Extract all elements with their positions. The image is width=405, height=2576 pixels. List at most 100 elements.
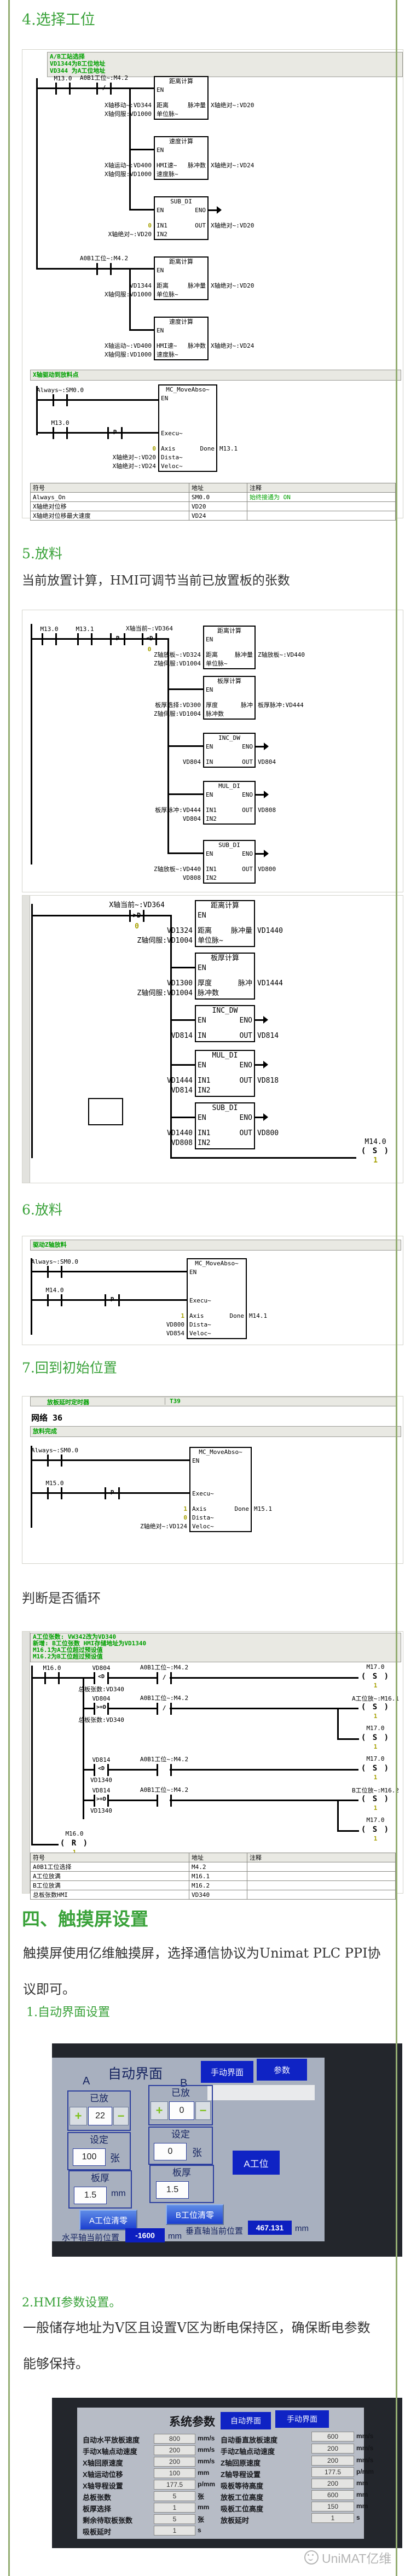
b-placed-value: 0: [169, 2101, 194, 2120]
heading-section4: 四、触摸屏设置: [22, 1908, 148, 1930]
a-set-box: 设定 100 张: [67, 2132, 131, 2170]
wire: [31, 1677, 94, 1679]
wire: [109, 1677, 157, 1679]
power-rail: [31, 1258, 32, 1335]
network-number: 网络 36: [31, 1413, 63, 1423]
wire: [129, 329, 154, 331]
contact-nc: A0B1工位~:M4.2 /: [80, 74, 128, 95]
paragraph: 触摸屏使用亿维触摸屏，选择通信协议为Unimat PLC PPI协: [23, 1946, 381, 1961]
network-comment: A工位张数: VW342改为VD340 新增: B工位张数 HMI存储地址为VD…: [30, 1633, 401, 1662]
wire: [337, 1830, 359, 1832]
power-rail: [31, 904, 33, 1158]
wire: [31, 1844, 59, 1845]
hpos-label: 水平轴当前位置: [62, 2233, 120, 2242]
contact-p: P: [107, 427, 123, 439]
wire: [337, 1708, 339, 1739]
power-rail: [36, 78, 38, 270]
a-placed-value: 22: [88, 2107, 112, 2125]
flow-arrow-icon: [254, 791, 269, 798]
a-clear-button: A工位清零: [79, 2210, 137, 2230]
paragraph: 能够保持。: [23, 2356, 89, 2371]
a-thickness-box: 板厚 1.5 mm: [68, 2170, 132, 2209]
hmi-photo-auto-screen: 自动界面 A B 手动界面 参数 已放 + 22 − 已放 + 0 − 设定 1…: [52, 2043, 402, 2257]
wire: [129, 268, 131, 330]
wire: [83, 1800, 94, 1801]
reset-coil: M16.0( R )1: [60, 1830, 89, 1856]
wire: [109, 1708, 157, 1709]
wire: [109, 1800, 157, 1801]
contact-p: P: [110, 633, 125, 645]
contact-p: P: [105, 1294, 120, 1306]
fb-en: EN: [157, 86, 164, 94]
hmi-title: 自动界面: [108, 2066, 163, 2082]
plus-button: +: [70, 2107, 87, 2125]
set-coil: M14.0 ( S ) 1: [361, 1138, 390, 1165]
b-thickness-value: 1.5: [156, 2181, 189, 2199]
scroll-gutter: [22, 1632, 30, 1893]
contact-no: M15.0: [45, 1480, 64, 1499]
set-coil: M17.0( S )1: [361, 1663, 390, 1689]
contact-no: M13.0: [51, 419, 70, 439]
network-title-bar: X轴驱动到放料点: [30, 370, 401, 381]
plc-screenshot-drive-z: 驱动Z轴放料 Always~:SM0.0 M14.0 P MC_MoveAbso…: [22, 1236, 403, 1345]
hpos-value: -1600: [125, 2228, 165, 2242]
minus-button: −: [113, 2107, 129, 2125]
scroll-gutter: [22, 896, 30, 1183]
page-border-right: [396, 0, 397, 2576]
manual-screen-button: 手动界面: [275, 2410, 329, 2428]
wire: [36, 399, 158, 401]
network-title-bar: 驱动Z轴放料: [30, 1240, 401, 1251]
wire: [170, 1677, 358, 1679]
b-placed-box: 已放 + 0 −: [148, 2085, 213, 2125]
fb-title: 距离计算: [169, 78, 193, 85]
flow-arrow-icon: [254, 1113, 268, 1121]
unit: 张: [192, 2147, 202, 2158]
comment-line: A/B工站选择: [50, 53, 85, 60]
wire: [31, 915, 170, 916]
nc-slash: /: [102, 84, 106, 91]
blank-panel: [207, 2085, 315, 2100]
unit: mm: [168, 2232, 182, 2241]
network-title-bar: 放料完成: [30, 1426, 401, 1437]
comment-line: VD344 为A工位地址: [50, 67, 106, 74]
heading-7: 7.回到初始位置: [22, 1360, 117, 1376]
plc-screenshot-select-station: A/B工站选择 VD1344为B工位地址 VD344 为A工位地址 M13.0 …: [22, 49, 403, 521]
vpos-value: 467.131: [248, 2221, 292, 2235]
wire: [31, 1299, 187, 1301]
partial-table-row: 放板延时定时器 T39: [30, 1397, 397, 1406]
contact-no: M13.1: [76, 626, 94, 645]
contact-no: Always~:SM0.0: [31, 1258, 78, 1278]
flow-arrow-icon: [254, 743, 269, 750]
wire: [129, 149, 154, 150]
contact-label: M13.0: [54, 75, 72, 82]
empty-box: [88, 1098, 123, 1125]
page-border-left: [8, 0, 10, 2576]
contact-no: Always~:SM0.0: [31, 1447, 78, 1467]
contact-no: M13.0: [40, 626, 59, 645]
wire: [31, 638, 167, 640]
contact-label: A0B1工位~:M4.2: [79, 74, 129, 81]
paragraph: 议即可。: [23, 1982, 76, 1997]
power-rail: [31, 1666, 33, 1845]
heading-4: 4.选择工位: [22, 11, 95, 28]
